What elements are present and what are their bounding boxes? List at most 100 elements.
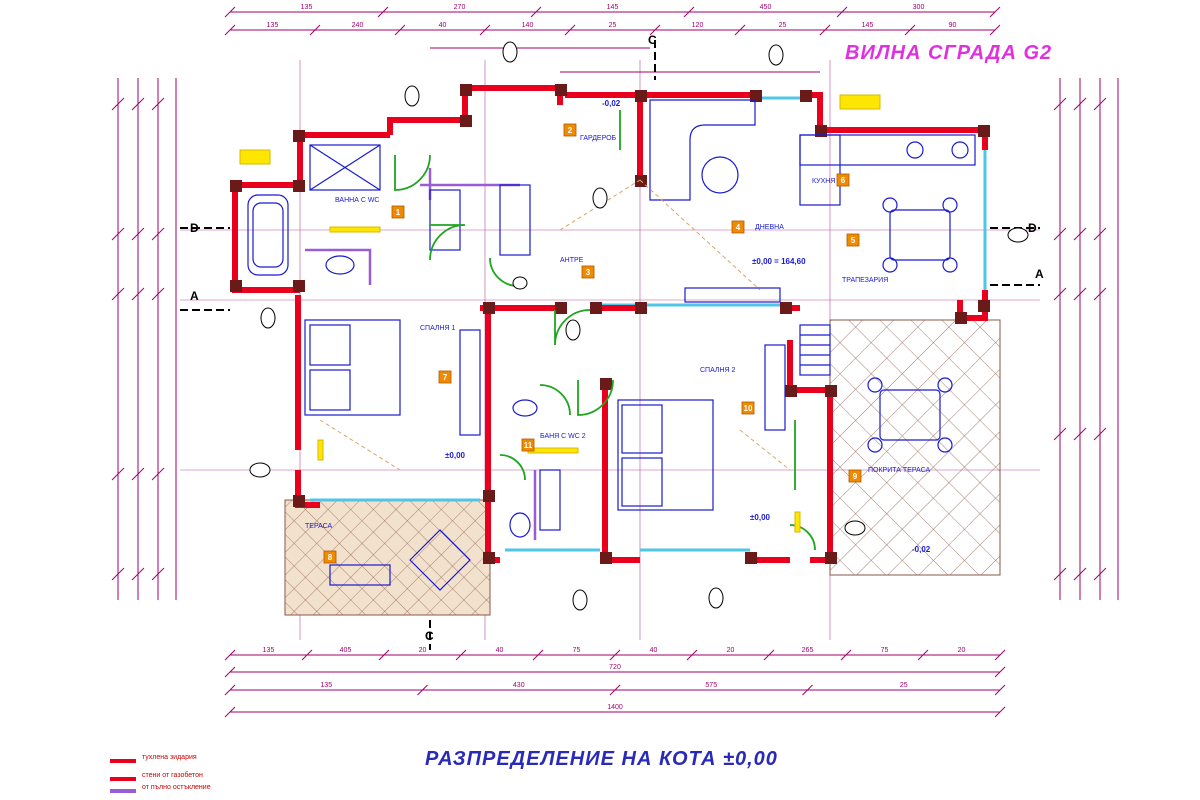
- room-number-box: [846, 233, 860, 247]
- level-terrace: -0,02: [912, 545, 931, 554]
- dimension-value: 40: [650, 647, 658, 654]
- room-number: 10: [744, 404, 753, 413]
- dimension-value: 25: [779, 22, 787, 29]
- window-tags: [249, 41, 1029, 611]
- dimension-tick: [994, 666, 1006, 678]
- dimension-tick: [224, 649, 236, 661]
- dimension-value: 405: [340, 647, 352, 654]
- dimension-value: 430: [513, 682, 525, 689]
- level-main: ±0,00 = 164,60: [752, 257, 806, 266]
- swing-paths: [319, 179, 791, 471]
- room-label: ВАННА С WC: [335, 197, 380, 204]
- level-bedroom2: ±0,00: [750, 513, 771, 522]
- dimension-value: 135: [267, 22, 279, 29]
- dimension-value: 265: [802, 647, 814, 654]
- legend-item-aerated-concrete: стени от газобетон: [110, 772, 240, 786]
- dimension-tick: [301, 649, 313, 661]
- dimension-value: 75: [881, 647, 889, 654]
- room-label: СПАЛНЯ 1: [420, 325, 456, 332]
- room-label: АНТРЕ: [560, 257, 584, 264]
- dimension-value: 270: [454, 4, 466, 11]
- axis-a-right: A: [1035, 267, 1044, 281]
- room-number-box: [848, 469, 862, 483]
- dimension-value: 25: [609, 22, 617, 29]
- legend-item-glazing: от пълно остъкление: [110, 784, 240, 798]
- side-dimension-ticks: [111, 97, 1107, 581]
- room-label: ДНЕВНА: [755, 224, 784, 231]
- dimension-tick: [564, 24, 576, 36]
- dimension-value: 75: [573, 647, 581, 654]
- dimension-tick: [394, 24, 406, 36]
- room-number-box: [563, 123, 577, 137]
- axis-c-top: C: [648, 33, 657, 47]
- dimension-value: 1400: [607, 704, 623, 711]
- room-label: СПАЛНЯ 2: [700, 367, 736, 374]
- dimension-value: 145: [607, 4, 619, 11]
- dimension-tick: [224, 24, 236, 36]
- dimension-tick: [819, 24, 831, 36]
- dimension-tick: [224, 706, 236, 718]
- dimension-value: 135: [301, 4, 313, 11]
- legend-swatch-aerated-concrete: [110, 777, 136, 781]
- dimension-tick: [377, 6, 389, 18]
- room-number-box: [836, 173, 850, 187]
- dimension-tick: [224, 6, 236, 18]
- dimension-value: 90: [949, 22, 957, 29]
- dimension-value: 40: [496, 647, 504, 654]
- dimension-value: 25: [900, 682, 908, 689]
- wall-columns: [230, 84, 990, 564]
- legend-label-glazing: от пълно остъкление: [142, 784, 211, 791]
- dimension-value: 145: [862, 22, 874, 29]
- dimension-tick: [840, 649, 852, 661]
- dimension-value: 135: [263, 647, 275, 654]
- dimension-tick: [734, 24, 746, 36]
- top-dimension-lines: [230, 11, 995, 73]
- bottom-dimensions-row-2: 720: [224, 664, 1006, 678]
- dimension-tick: [917, 649, 929, 661]
- dimension-tick: [802, 684, 813, 696]
- dimension-tick: [309, 24, 321, 36]
- dimension-tick: [378, 649, 390, 661]
- room-number-box: [391, 205, 405, 219]
- room-number: 5: [851, 236, 856, 245]
- dimension-tick: [994, 706, 1006, 718]
- room-label: БАНЯ С WC 2: [540, 433, 586, 440]
- dimension-tick: [532, 649, 544, 661]
- room-number: 1: [396, 208, 401, 217]
- room-number: 4: [736, 223, 741, 232]
- top-dimensions-row-1: 135 270 145 450 300: [224, 4, 1001, 18]
- room-number: 8: [328, 553, 333, 562]
- level-bedroom1: ±0,00: [445, 451, 466, 460]
- legend-swatch-glazing: [110, 789, 136, 793]
- room-number: 3: [586, 268, 591, 277]
- dimension-tick: [686, 649, 698, 661]
- dimension-value: 450: [760, 4, 772, 11]
- dimension-tick: [530, 6, 542, 18]
- dimension-tick: [836, 6, 848, 18]
- annotation-markers: [239, 94, 881, 533]
- dimension-tick: [455, 649, 467, 661]
- axis-a-left: A: [190, 289, 199, 303]
- room-label: ПОКРИТА ТЕРАСА: [868, 467, 930, 474]
- dimension-value: 135: [320, 682, 332, 689]
- section-axis-markers: D D A A C C: [180, 33, 1044, 650]
- dimension-value: 300: [913, 4, 925, 11]
- dimension-tick: [994, 684, 1006, 696]
- dimension-tick: [417, 684, 428, 696]
- room-number: 7: [443, 373, 448, 382]
- level-markers: ±0,00 = 164,60 ±0,00 ±0,00 -0,02 -0,02: [445, 99, 931, 554]
- dimension-tick: [763, 649, 775, 661]
- level-caption: РАЗПРЕДЕЛЕНИЕ НА КОТА ±0,00: [425, 748, 778, 770]
- legend-item-brick: тухлена зидария: [110, 754, 240, 768]
- dimension-tick: [904, 24, 916, 36]
- room-number-box: [438, 370, 452, 384]
- dimension-tick: [479, 24, 491, 36]
- side-dimension-lines: [117, 78, 1119, 600]
- dimension-value: 20: [727, 647, 735, 654]
- dimension-tick: [989, 24, 1001, 36]
